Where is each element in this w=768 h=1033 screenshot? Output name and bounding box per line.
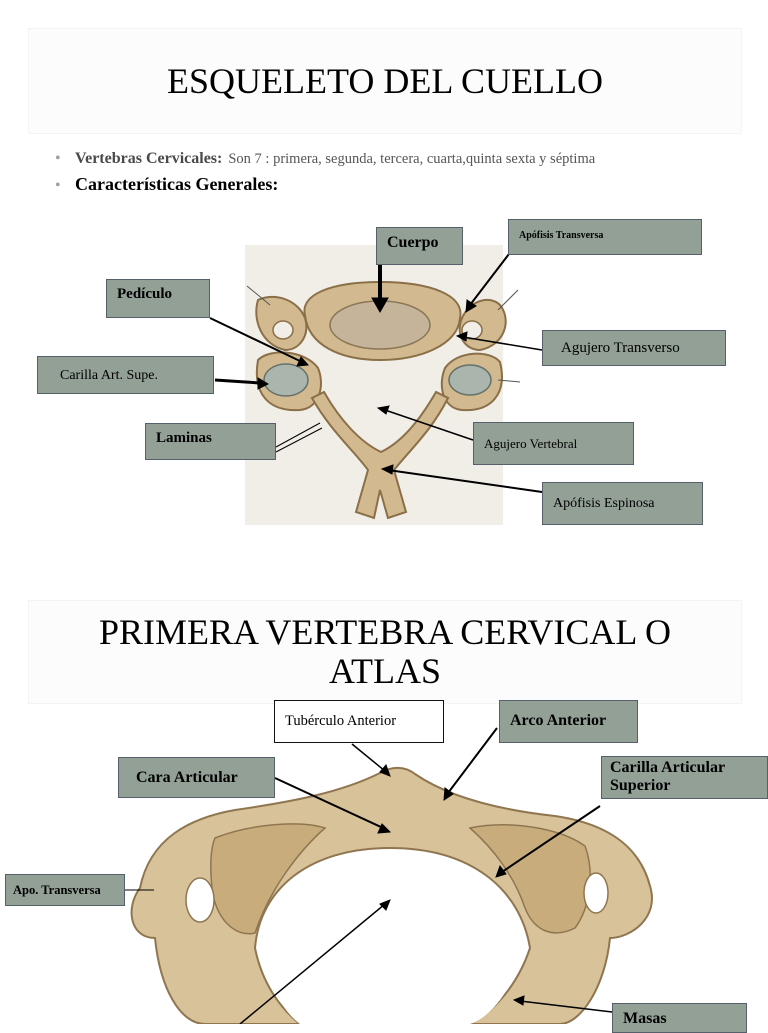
arrowhead-tuberculo-anterior [380, 765, 390, 776]
slide-title-line-2: ATLAS [99, 652, 671, 691]
vertebra-image-background [245, 245, 503, 525]
arrow-center [240, 904, 385, 1024]
bullet-text: Son 7 : primera, segunda, tercera, cuart… [228, 151, 595, 168]
label-text: Agujero Transverso [561, 340, 680, 356]
arrow-cara-articular [275, 778, 383, 828]
label-text: Pedículo [117, 286, 172, 302]
vertebral-foramen [265, 856, 522, 1024]
label-text: Agujero Vertebral [484, 436, 577, 451]
arrowhead-carilla-articular-superior [496, 866, 506, 877]
slide-esqueleto-del-cuello: ESQUELETO DEL CUELLO • Vertebras Cervica… [0, 0, 768, 560]
atlas-details [186, 824, 608, 1024]
label-text-line-1: Carilla Articular [610, 759, 757, 777]
bullet-label: Características Generales: [75, 174, 278, 195]
label-carilla-articular-superior: Carilla Articular Superior [601, 756, 768, 799]
label-arco-anterior: Arco Anterior [499, 700, 638, 743]
label-pediculo: Pedículo [106, 279, 210, 318]
atlas-drawing [132, 768, 652, 1024]
label-text: Cuerpo [387, 234, 439, 251]
slide-title: PRIMERA VERTEBRA CERVICAL O ATLAS [28, 600, 742, 704]
arrow-carilla-articular-superior [502, 806, 600, 872]
label-text: Arco Anterior [510, 712, 606, 729]
slide-title-text: ESQUELETO DEL CUELLO [167, 62, 603, 101]
bullet-label: Vertebras Cervicales: [75, 150, 222, 168]
label-text: Apófisis Espinosa [553, 496, 655, 511]
label-apo-transversa: Apo. Transversa [5, 874, 125, 906]
label-text: Cara Articular [136, 769, 238, 786]
superior-articular-facet-right [470, 825, 590, 933]
arrow-arco-anterior [448, 728, 497, 793]
bullet-list: • Vertebras Cervicales: Son 7 : primera,… [55, 150, 745, 201]
label-text: Tubérculo Anterior [285, 713, 396, 729]
label-laminas: Laminas [145, 423, 276, 460]
label-text-line-2: Superior [610, 777, 757, 795]
label-tuberculo-anterior: Tubérculo Anterior [274, 700, 444, 743]
slide-title: ESQUELETO DEL CUELLO [28, 28, 742, 134]
label-agujero-vertebral: Agujero Vertebral [473, 422, 634, 465]
label-cara-articular: Cara Articular [118, 757, 275, 798]
label-apofisis-transversa: Apófisis Transversa [508, 219, 702, 255]
transverse-foramen-left [186, 878, 214, 922]
bullet-dot-icon: • [55, 150, 75, 168]
label-text: Masas [623, 1010, 667, 1027]
arrow-tuberculo-anterior [352, 744, 385, 771]
label-text: Carilla Art. Supe. [60, 368, 158, 383]
label-text: Laminas [156, 430, 212, 446]
label-text: Apo. Transversa [13, 883, 101, 897]
bullet-vertebras-cervicales: • Vertebras Cervicales: Son 7 : primera,… [55, 150, 745, 168]
label-apofisis-espinosa: Apófisis Espinosa [542, 482, 703, 525]
arrowhead-arco-anterior [444, 788, 453, 800]
arrow-masas [520, 1001, 612, 1012]
arrowhead-cara-articular [378, 824, 390, 833]
label-cuerpo: Cuerpo [376, 227, 463, 265]
label-text: Apófisis Transversa [519, 230, 603, 241]
slide-title-line-1: PRIMERA VERTEBRA CERVICAL O [99, 613, 671, 652]
label-agujero-transverso: Agujero Transverso [542, 330, 726, 366]
slide-atlas: PRIMERA VERTEBRA CERVICAL O ATLAS [0, 588, 768, 1024]
arrowhead-center [380, 900, 390, 910]
bullet-caracteristicas-generales: • Características Generales: [55, 174, 745, 195]
label-masas: Masas [612, 1003, 747, 1033]
bullet-dot-icon: • [55, 177, 75, 195]
label-carilla-art-supe: Carilla Art. Supe. [37, 356, 214, 394]
arrowhead-masas [514, 996, 524, 1005]
transverse-foramen-right [584, 873, 608, 913]
superior-articular-facet-left [211, 824, 325, 934]
